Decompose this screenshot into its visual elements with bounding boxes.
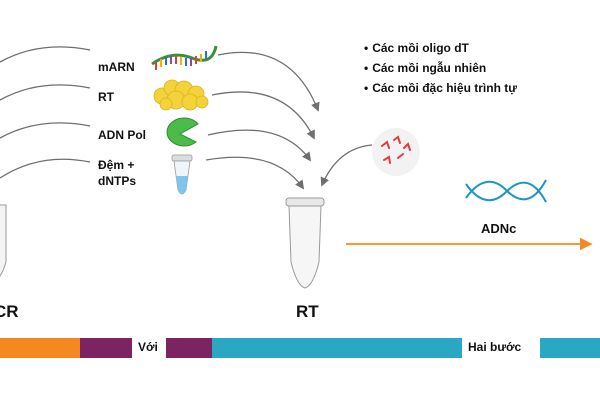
- rt-tube-label: RT: [296, 302, 319, 321]
- bar-segment-orange: [0, 338, 80, 358]
- primer-item-specific: Các mồi đặc hiệu trình tự: [364, 78, 517, 98]
- left-tube-label: CR: [0, 302, 19, 321]
- left-arrows: [0, 46, 91, 179]
- reagent-label-dna-pol: ADN Pol: [98, 128, 146, 142]
- bar-segment-teal-1: [212, 338, 462, 358]
- cdna-helix-icon: [465, 179, 547, 203]
- bar-label-with: Với: [138, 340, 158, 354]
- primer-item-random: Các mồi ngẫu nhiên: [364, 58, 517, 78]
- reagent-label-mrna: mARN: [98, 60, 135, 74]
- bar-segment-teal-2: [540, 338, 600, 358]
- primer-item-oligo-dt: Các mồi oligo dT: [364, 38, 517, 58]
- bar-label-two-step: Hai bước: [468, 340, 522, 354]
- bar-segment-purple-2: [166, 338, 212, 358]
- dna-polymerase-icon: [166, 117, 199, 147]
- rt-tube: [285, 197, 325, 289]
- reagent-label-dntps: dNTPs: [98, 174, 137, 188]
- cdna-label: ADNc: [481, 221, 517, 236]
- buffer-tube-icon: [171, 154, 193, 195]
- reverse-transcriptase-icon: [153, 79, 209, 111]
- bar-segment-purple-1: [80, 338, 132, 358]
- primer-list: Các mồi oligo dT Các mồi ngẫu nhiên Các …: [364, 38, 517, 98]
- primers-icon: [372, 128, 420, 176]
- reagent-label-buffer: Đệm +: [98, 158, 135, 172]
- reagent-arrows: [205, 51, 320, 190]
- left-tube: [0, 204, 7, 277]
- mrna-strand-icon: [151, 45, 218, 70]
- primer-arrow: [320, 144, 373, 187]
- reagent-label-rt: RT: [98, 90, 114, 104]
